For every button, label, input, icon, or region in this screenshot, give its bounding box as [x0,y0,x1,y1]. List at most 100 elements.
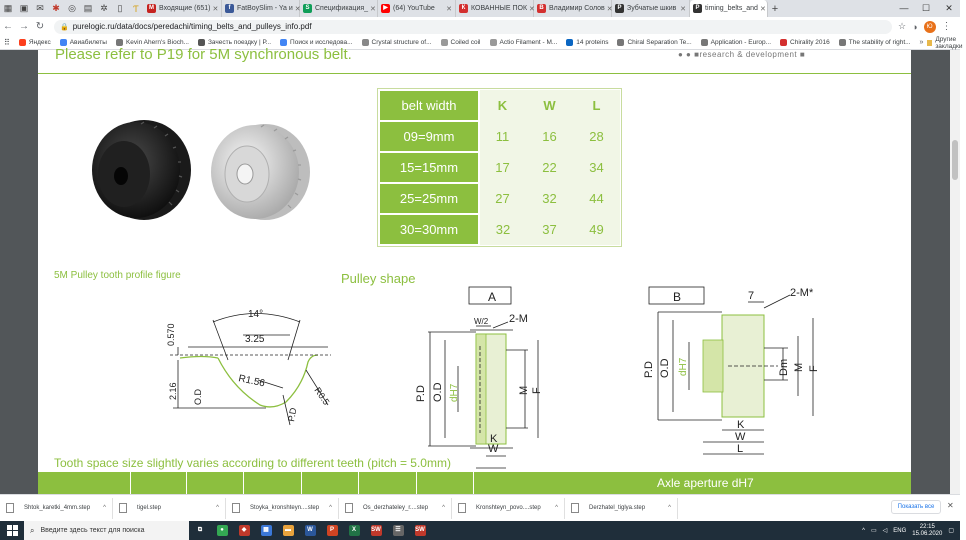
pinned-tab-3[interactable]: ✉ [32,0,48,17]
table-header-cell: W [526,90,573,121]
pinned-tab-6[interactable]: ▤ [80,0,96,17]
silver-pulley-image [211,124,310,220]
download-item[interactable]: tigel.step^ [113,497,226,519]
tab-close-icon[interactable]: ✕ [370,5,376,13]
bookmark-label: The stability of right... [848,39,911,46]
taskbar-app[interactable]: ⧉ [189,521,211,540]
chevron-up-icon[interactable]: ^ [103,505,106,511]
tab-close-icon[interactable]: ✕ [529,5,535,13]
menu-kebab-icon[interactable]: ⋮ [941,21,952,32]
pdf-page[interactable]: Please refer to P19 for 5M synchronous b… [38,46,911,494]
tab-close-icon[interactable]: ✕ [294,5,301,13]
file-icon [458,503,466,513]
back-button[interactable]: ← [0,21,16,32]
profile-avatar[interactable]: Ю [923,20,936,33]
download-item[interactable]: Derzhatel_tiglya.step^ [565,497,678,519]
pinned-tab-8[interactable]: ▯ [112,0,128,17]
image-icon: ▣ [19,3,29,13]
tab-close-icon[interactable]: ✕ [759,5,766,13]
taskbar-app[interactable]: ● [211,521,233,540]
start-button[interactable] [0,521,24,540]
pdf-scrollbar[interactable] [950,50,960,494]
notifications-icon[interactable]: ▢ [948,528,954,534]
taskbar-app[interactable]: X [343,521,365,540]
bookmark-item[interactable]: Chiral Separation Te... [617,39,692,46]
extension-icon[interactable]: ◑ [912,21,918,32]
taskbar-app[interactable]: ▬ [277,521,299,540]
chevron-up-icon[interactable]: ^ [668,505,671,511]
pinned-tab-9[interactable]: Ƭ [128,0,144,17]
bookmark-item[interactable]: Авиабилеты [59,39,107,46]
pinned-tab-7[interactable]: ✲ [96,0,112,17]
tab-title: КОВАННЫЕ ПОК [471,5,528,12]
other-bookmarks[interactable]: Другие закладки [927,36,965,50]
close-window-button[interactable]: ✕ [945,3,953,13]
taskbar-app[interactable]: SW [365,521,387,540]
show-all-downloads-button[interactable]: Показать все [891,500,941,514]
tab-close-icon[interactable]: ✕ [680,5,686,13]
close-download-shelf-button[interactable]: ✕ [947,501,954,510]
taskbar-app[interactable]: ▦ [255,521,277,540]
browser-tab[interactable]: ▶(64) YouTube✕ [378,0,456,17]
taskbar-clock[interactable]: 22:15 15.06.2020 [912,524,942,538]
minimize-button[interactable]: — [899,3,909,13]
chevron-up-icon[interactable]: ^ [329,505,332,511]
bookmark-item[interactable]: Actio Filament - M... [489,39,557,46]
star-icon: ✱ [52,3,60,13]
taskbar-search-box[interactable]: ⌕ Введите здесь текст для поиска [24,521,189,540]
pinned-tab-5[interactable]: ◎ [64,0,80,17]
chevron-up-icon[interactable]: ^ [216,505,219,511]
maximize-button[interactable]: ☐ [921,3,931,13]
bookmark-item[interactable]: Crystal structure of... [361,39,432,46]
taskbar-app[interactable]: ◆ [233,521,255,540]
tab-close-icon[interactable]: ✕ [446,5,452,13]
download-item[interactable]: Kronshteyn_povo....step^ [452,497,565,519]
chevron-up-icon[interactable]: ^ [555,505,558,511]
chevron-up-icon[interactable]: ^ [442,505,445,511]
taskbar-app[interactable]: ☰ [387,521,409,540]
download-item[interactable]: Stoyka_kronshteyn....step^ [226,497,339,519]
bookmark-item[interactable]: Chirality 2016 [780,39,830,46]
download-item[interactable]: Shtok_karetki_4mm.step^ [0,497,113,519]
pinned-tab-1[interactable]: ▦ [0,0,16,17]
app-icon: ◆ [238,525,250,536]
bookmark-favicon-icon [780,39,788,46]
language-indicator[interactable]: ENG [893,527,907,534]
address-bar[interactable]: 🔒 purelogic.ru/data/docs/peredachi/timin… [54,19,892,34]
pdf-scrollbar-thumb[interactable] [952,140,958,180]
bookmark-star-icon[interactable]: ☆ [898,21,907,31]
bookmark-item[interactable]: Kevin Ahern's Bioch... [115,39,189,46]
tab-close-icon[interactable]: ✕ [212,5,219,13]
bookmark-item[interactable]: Application - Europ... [700,39,771,46]
reload-button[interactable]: ↻ [32,21,48,32]
bookmark-item[interactable]: 14 proteins [566,39,608,46]
bookmark-item[interactable]: The stability of right... [838,39,911,46]
taskbar-app[interactable]: P [321,521,343,540]
pinned-tab-4[interactable]: ✱ [48,0,64,17]
tray-chevron-icon[interactable]: ^ [862,527,865,534]
bookmark-item[interactable]: Яндекс [18,39,51,46]
bookmark-item[interactable]: Зачесть поездку | Р... [197,39,271,46]
bookmark-item[interactable]: Поиск и исследова... [280,39,353,46]
tab-close-icon[interactable]: ✕ [606,5,613,13]
bookmarks-more-button[interactable]: » [919,39,924,46]
bookmark-item[interactable]: Coiled coil [440,39,481,46]
shape-a-dh7-label: dH7 [449,383,460,402]
apps-icon[interactable]: ⠿ [4,38,10,47]
taskbar-app[interactable]: SW [409,521,431,540]
volume-icon[interactable]: ◁ [882,528,888,534]
forward-button[interactable]: → [16,21,32,32]
new-tab-button[interactable]: + [771,2,779,15]
network-icon[interactable]: ▭ [870,528,877,534]
taskbar-app[interactable]: W [299,521,321,540]
axle-aperture-label: Axle aperture dH7 [657,476,754,490]
pinned-tab-2[interactable]: ▣ [16,0,32,17]
download-item[interactable]: Os_derzhateley_r....step^ [339,497,452,519]
